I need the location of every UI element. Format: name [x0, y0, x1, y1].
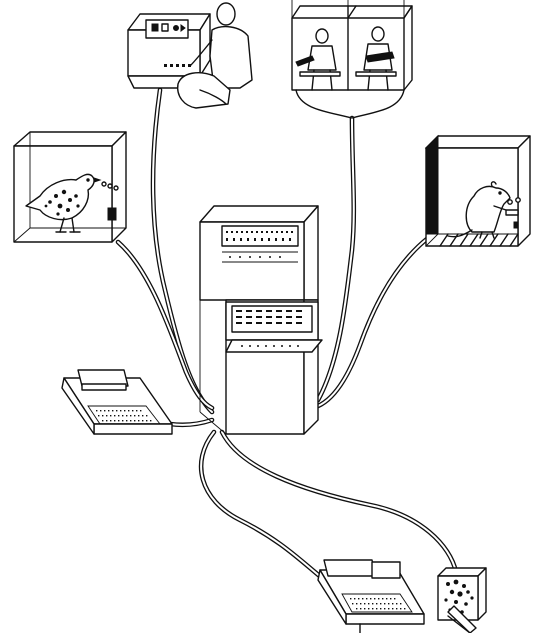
monkey-chamber-small — [438, 568, 486, 633]
cable-to-monkey-chamber — [222, 432, 456, 572]
central-computer-cabinet — [200, 206, 322, 434]
pigeon-operant-chamber — [14, 132, 126, 242]
rat-operant-chamber — [426, 136, 530, 246]
operator-console-terminal — [128, 3, 252, 108]
teletype-printer-bottom — [318, 560, 424, 633]
teletype-printer-left — [62, 370, 172, 434]
cable-to-booths — [318, 118, 354, 400]
cable-to-bottom-printer — [201, 432, 322, 578]
cable-to-left-printer — [170, 420, 212, 425]
dual-human-test-booths — [292, 0, 412, 118]
cable-to-rat-chamber — [318, 238, 428, 406]
